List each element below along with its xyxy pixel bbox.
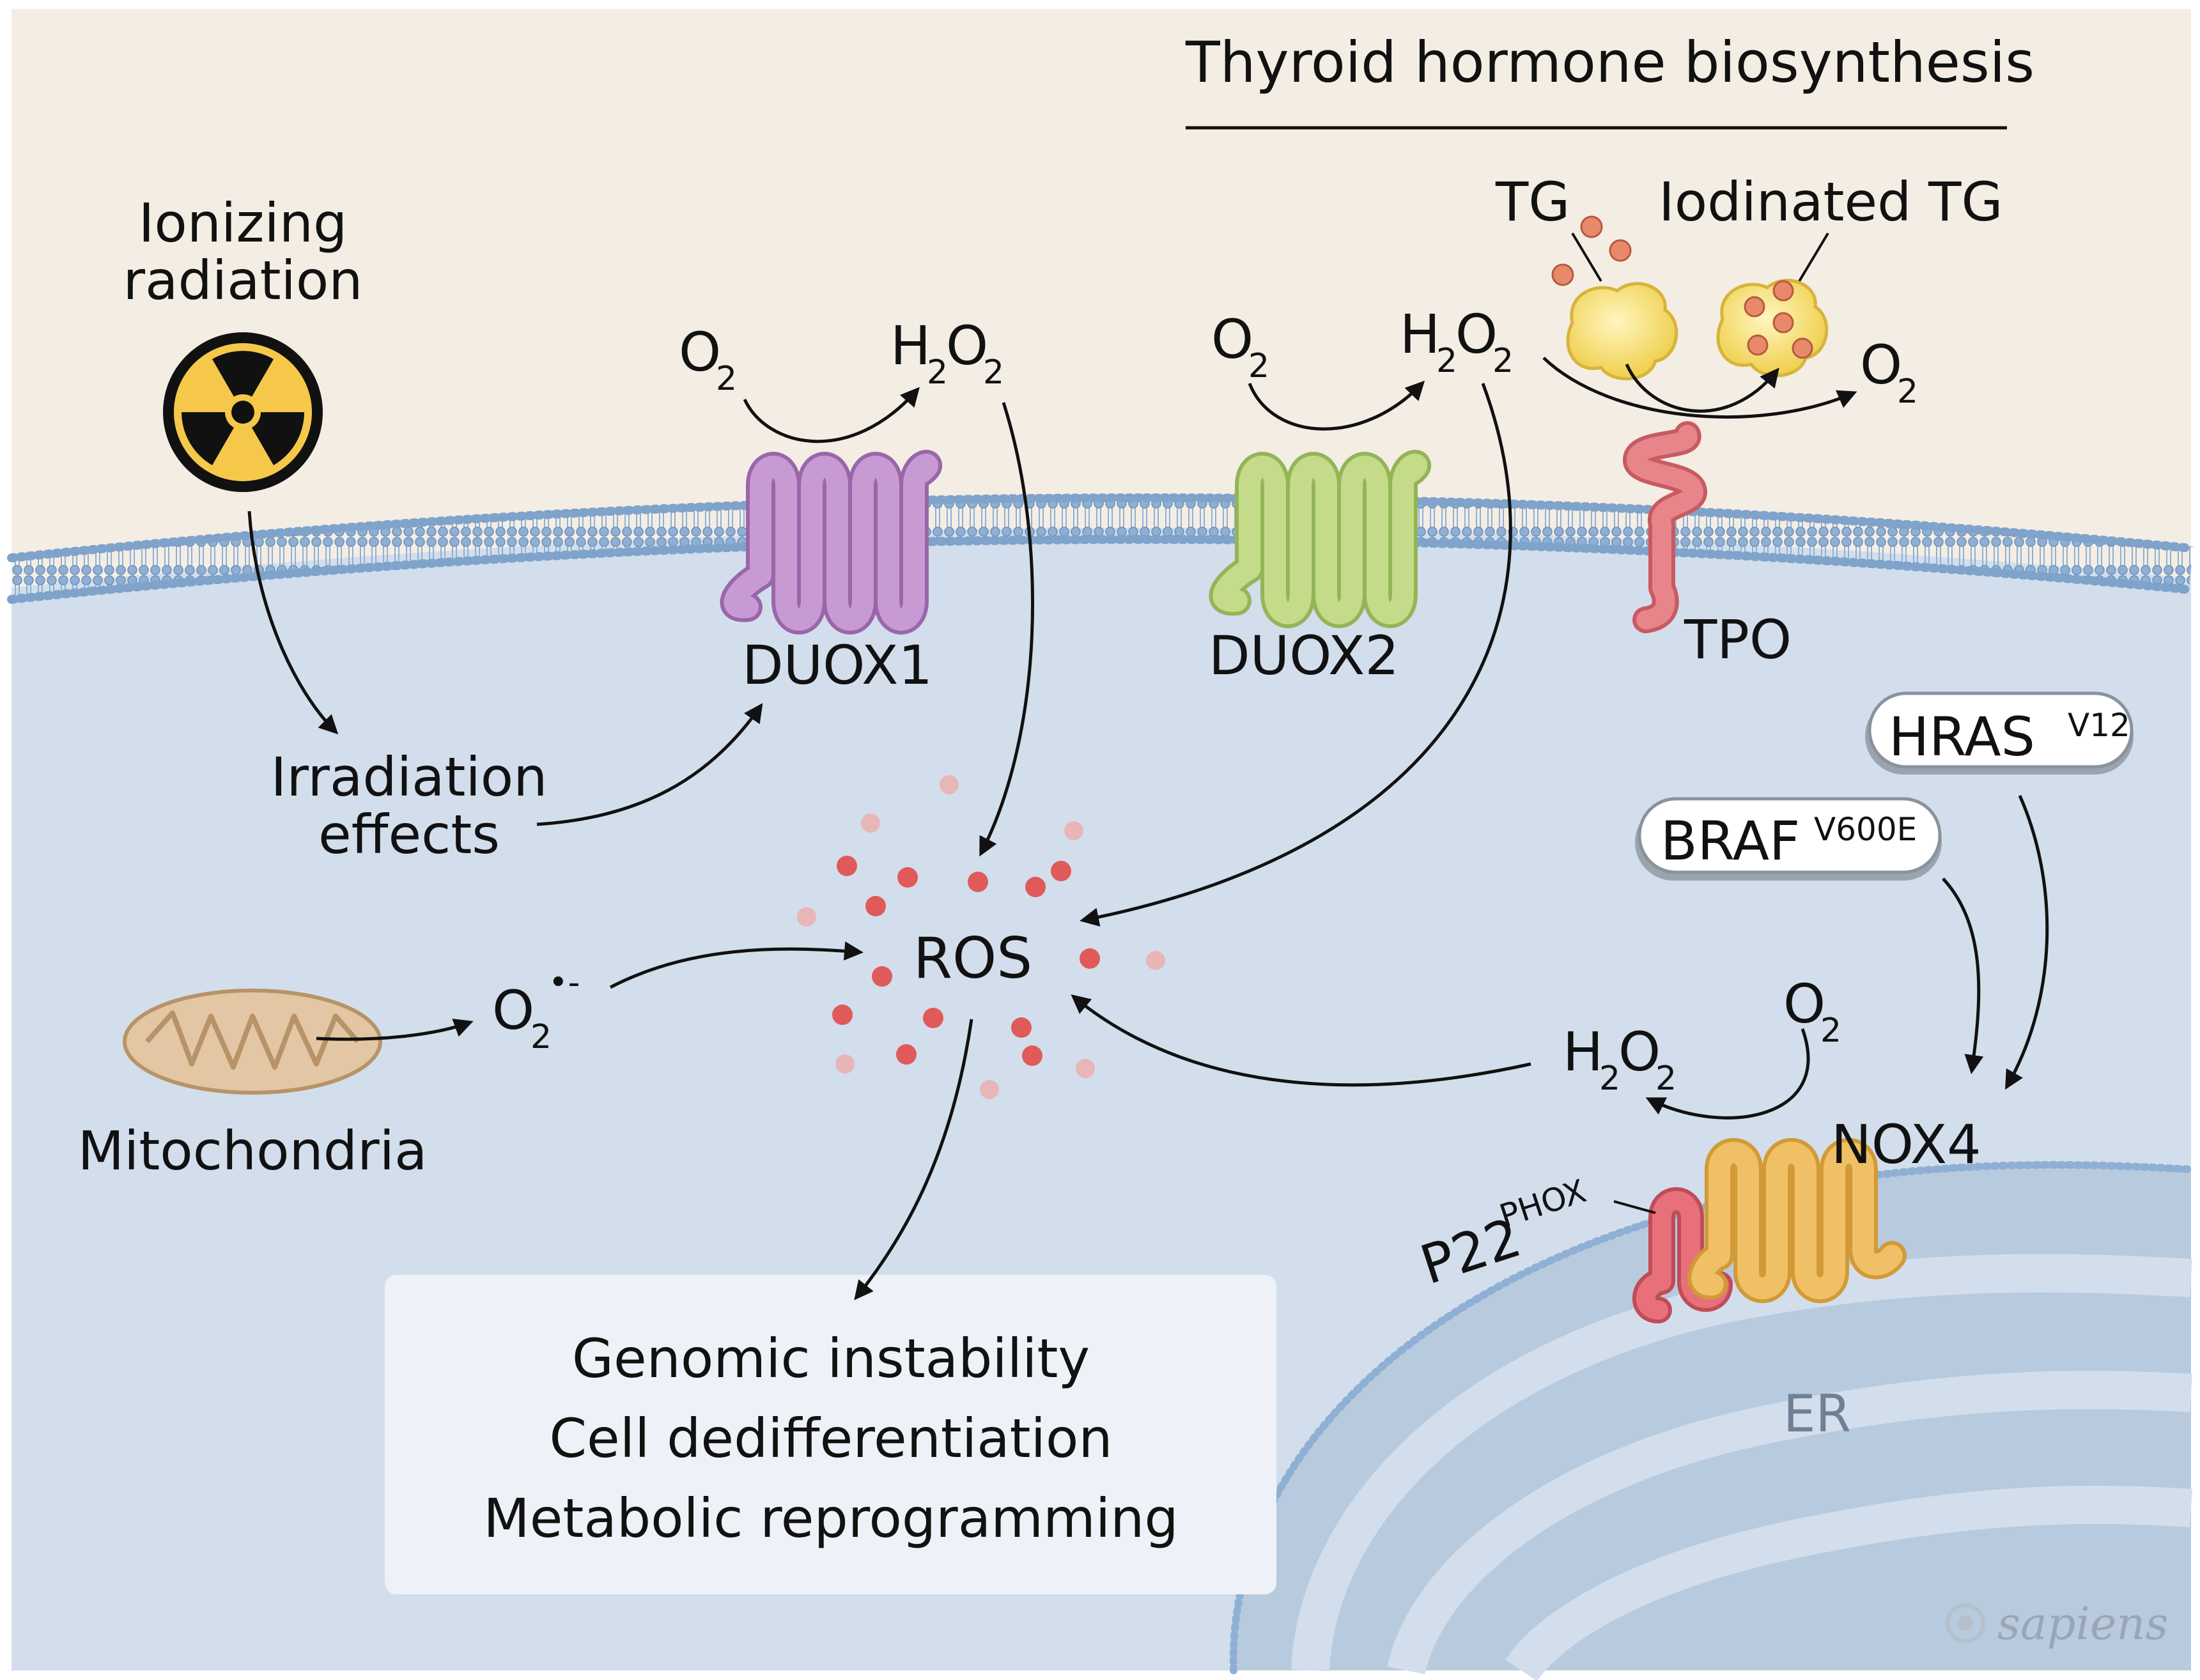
outcome-1: Genomic instability xyxy=(572,1327,1090,1390)
svg-text:O: O xyxy=(946,314,988,377)
superoxide-label: O 2 •- xyxy=(492,964,580,1056)
svg-text:2: 2 xyxy=(1820,1012,1841,1050)
braf-label: BRAF xyxy=(1661,810,1800,872)
braf-badge xyxy=(1635,797,1942,881)
svg-text:O: O xyxy=(1455,303,1498,366)
tg-pointer xyxy=(1571,232,1602,282)
mitochondria-icon xyxy=(123,989,382,1095)
svg-text:H: H xyxy=(1400,303,1440,366)
svg-text:2: 2 xyxy=(1436,342,1457,380)
duox2-h2o2-label: H 2 O 2 xyxy=(1400,303,1514,380)
arrow-superoxide-to-ros xyxy=(609,941,864,989)
outcomes-box xyxy=(385,1275,1276,1594)
membrane-outer-heads xyxy=(7,493,2196,562)
ionizing-label-line2: radiation xyxy=(123,249,362,312)
iodinated-tg-label: Iodinated TG xyxy=(1659,171,2003,233)
arrow-hras-to-nox4 xyxy=(2005,794,2049,1090)
svg-text:2: 2 xyxy=(531,1018,552,1056)
arrow-nox4-h2o2-to-ros xyxy=(1071,994,1531,1087)
arrow-mitochondria-to-superoxide xyxy=(316,1019,474,1041)
svg-text:O: O xyxy=(492,979,534,1042)
arrow-duox2-reaction xyxy=(1248,380,1425,431)
svg-text:O: O xyxy=(679,321,721,383)
ros-particles-icon xyxy=(797,775,1165,1099)
hras-label: HRAS xyxy=(1889,705,2035,768)
mitochondria-label: Mitochondria xyxy=(78,1120,428,1182)
svg-text:O: O xyxy=(1618,1021,1661,1083)
svg-text:2: 2 xyxy=(1492,342,1514,380)
svg-text:2: 2 xyxy=(1599,1060,1620,1098)
irradiation-effects-line2: effects xyxy=(318,803,500,866)
arrow-tpo-o2 xyxy=(1542,357,1857,419)
outcome-2: Cell dedifferentiation xyxy=(549,1407,1112,1470)
duox1-label: DUOX1 xyxy=(742,634,933,697)
membrane-inner-heads xyxy=(7,535,2196,604)
outcome-3: Metabolic reprogramming xyxy=(483,1487,1179,1550)
arrow-braf-to-nox4 xyxy=(1942,877,1984,1074)
hras-badge xyxy=(1865,691,2134,774)
arrow-ros-to-outcomes xyxy=(854,1019,973,1300)
svg-text:2: 2 xyxy=(927,353,948,392)
tpo-protein xyxy=(1623,421,1707,633)
arrow-tg-iodination xyxy=(1625,363,1779,413)
arrow-duox2-h2o2-to-ros xyxy=(1080,383,1512,927)
er-label: ER xyxy=(1783,1384,1851,1444)
duox1-o2-label: O 2 xyxy=(679,321,737,398)
svg-text:O: O xyxy=(1783,973,1825,1035)
arrow-duox1-h2o2-to-ros xyxy=(979,402,1035,857)
duox2-label: DUOX2 xyxy=(1209,624,1399,687)
braf-superscript: V600E xyxy=(1814,811,1917,848)
ros-label: ROS xyxy=(913,925,1032,991)
plasma-membrane xyxy=(9,496,2194,601)
hras-superscript: V12 xyxy=(2068,707,2130,744)
arrow-effects-to-duox1 xyxy=(536,703,763,826)
nox4-label: NOX4 xyxy=(1831,1113,1981,1176)
title: Thyroid hormone biosynthesis xyxy=(1185,29,2034,95)
p22phox-pointer xyxy=(1613,1200,1656,1214)
nox4-o2-label: O 2 xyxy=(1783,973,1841,1050)
svg-text:2: 2 xyxy=(1248,347,1269,385)
duox2-o2-label: O 2 xyxy=(1211,308,1269,385)
radiation-icon xyxy=(163,332,323,492)
nox4-protein xyxy=(1687,1137,1907,1304)
ionizing-label-line1: Ionizing xyxy=(139,192,348,254)
svg-text:O: O xyxy=(1211,308,1253,371)
duox2-protein xyxy=(1209,450,1432,628)
irradiation-effects-line1: Irradiation xyxy=(271,746,548,808)
thyroglobulin-icon xyxy=(1551,215,1678,381)
svg-text:•-: •- xyxy=(548,964,580,1002)
tpo-label: TPO xyxy=(1684,608,1792,671)
svg-text:2: 2 xyxy=(1897,373,1918,411)
sapiens-watermark: sapiens xyxy=(1946,1598,2168,1650)
iodinated-tg-pointer xyxy=(1798,232,1829,282)
duox1-h2o2-label: H 2 O 2 xyxy=(890,314,1004,392)
tg-label: TG xyxy=(1495,171,1570,233)
svg-text:2: 2 xyxy=(716,360,737,398)
duox1-protein xyxy=(720,450,943,635)
svg-text:H: H xyxy=(1563,1021,1603,1083)
nox4-h2o2-label: H 2 O 2 xyxy=(1563,1021,1677,1098)
svg-text:2: 2 xyxy=(1655,1060,1677,1098)
arrow-radiation-to-effects xyxy=(247,511,339,735)
arrow-duox1-reaction xyxy=(743,387,920,443)
svg-text:sapiens: sapiens xyxy=(1997,1598,2168,1650)
svg-text:2: 2 xyxy=(983,353,1004,392)
tpo-o2-label: O 2 xyxy=(1860,334,1918,411)
iodinated-thyroglobulin-icon xyxy=(1716,279,1829,378)
svg-text:H: H xyxy=(890,314,931,377)
svg-text:O: O xyxy=(1860,334,1902,396)
arrow-nox4-reaction xyxy=(1645,1028,1810,1120)
